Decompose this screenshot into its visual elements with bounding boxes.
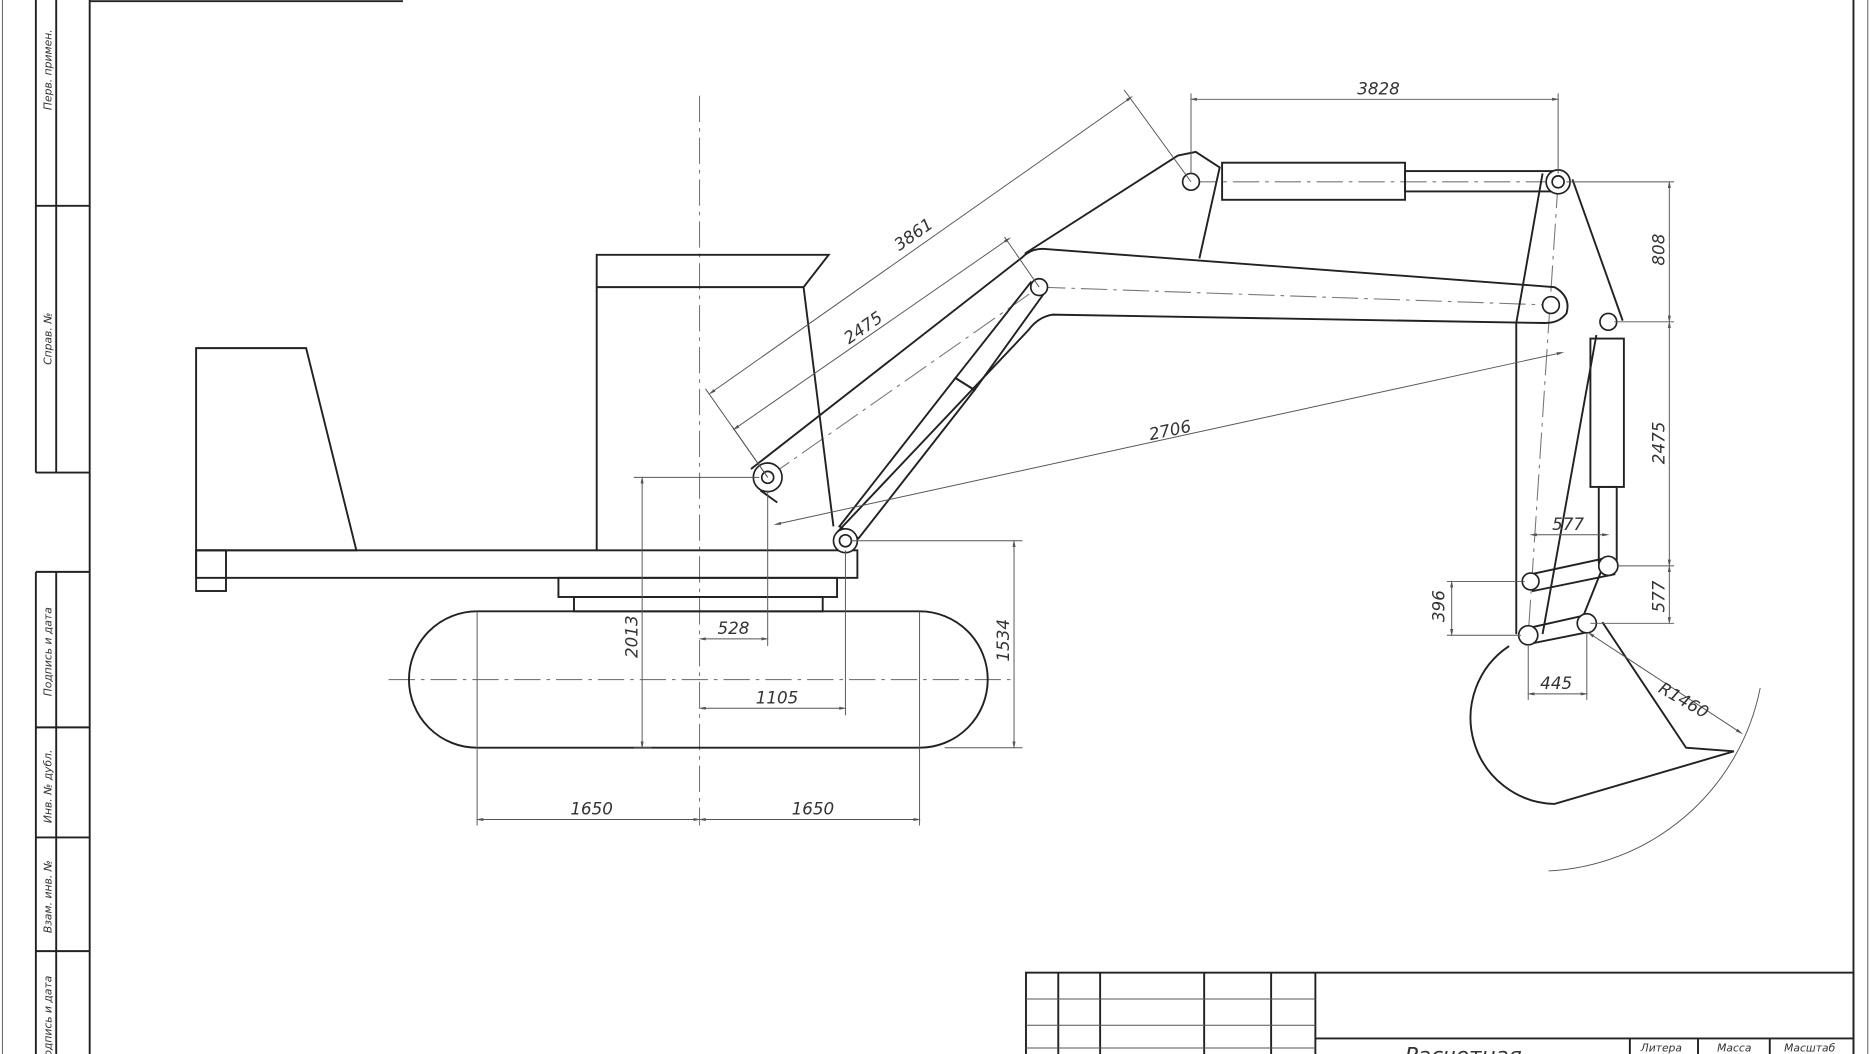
dim-2475-boom: 2475 [840,307,886,348]
track [408,610,989,749]
title-cell-litera: Литера [1640,1042,1682,1054]
chassis [195,253,989,749]
bucket [1469,621,1761,872]
title-cell-mass: Масса [1717,1042,1751,1054]
dim-1650-left: 1650 [570,799,613,819]
dim-2475-stick: 2475 [1649,422,1669,465]
pins [752,169,1619,646]
dim-3828: 3828 [1357,79,1400,99]
title-block: Расчетная Литера Масса Масштаб [1025,971,1855,1054]
dim-577-v: 577 [1649,580,1669,612]
dim-2706: 2706 [1147,416,1193,444]
strip-label: Перв. примен. [41,29,54,110]
dim-396: 396 [1429,590,1449,622]
dim-1650-right: 1650 [792,799,835,819]
dim-808: 808 [1649,234,1669,266]
boom [750,150,1569,540]
dim-577-h: 577 [1552,514,1584,534]
drawing-title: Расчетная [1405,1043,1522,1054]
dimensions: 3828 3861 2475 2706 808 2475 577 577 396… [475,79,1744,826]
dim-3861: 3861 [890,214,936,255]
strip-label: Подпись и дата [41,607,54,696]
strip-label: Инв. № дубл. [41,750,54,824]
dim-1534: 1534 [993,619,1013,662]
dim-445: 445 [1540,673,1572,693]
strip-label: Подпись и дата [41,976,54,1054]
dim-2013: 2013 [621,615,641,658]
dim-1105: 1105 [756,687,799,707]
side-strip: Перв. примен. Справ. № Подпись и дата Ин… [34,0,90,1054]
dim-528: 528 [717,618,749,638]
center-lines [388,95,1559,826]
strip-label: Взам. инв. № [41,860,54,933]
strip-label: Справ. № [41,313,54,365]
title-cell-scale: Масштаб [1784,1042,1835,1054]
